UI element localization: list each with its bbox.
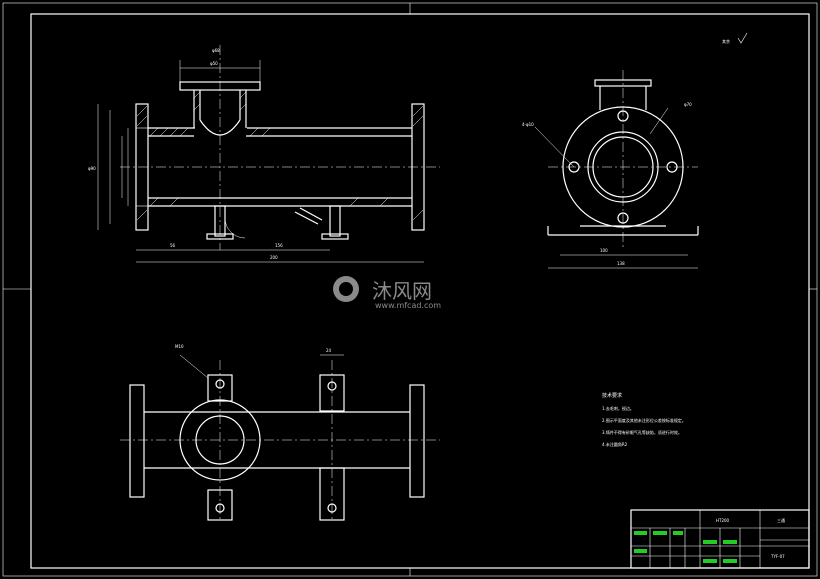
svg-text:100: 100 [600, 248, 608, 253]
title-block-drawing-no: TYF-07 [770, 554, 785, 559]
watermark-brand: 沐风网 [372, 279, 432, 303]
tech-requirement-item: 3.铸件不得有砂眼气孔等缺陷，须进行时效。 [602, 429, 682, 435]
svg-text:φ70: φ70 [684, 102, 692, 107]
roughness-note: 其余 [722, 38, 730, 44]
side-view [534, 70, 699, 269]
svg-text:138: 138 [617, 261, 625, 266]
svg-text:φ90: φ90 [88, 166, 96, 171]
svg-text:200: 200 [270, 255, 278, 260]
tech-requirement-item: 1.去毛刺，锐边。 [602, 405, 634, 411]
title-block: HT200 三通 TYF-07 [630, 509, 810, 569]
tech-requirement-item: 4.未注圆角R2 [602, 441, 628, 447]
tech-requirement-item: 2.图示平面度及其他未注形位公差按标准规定。 [602, 417, 686, 423]
watermark-url: www.mfcad.com [375, 301, 441, 310]
svg-text:φ68: φ68 [212, 48, 220, 53]
svg-text:24: 24 [326, 348, 332, 353]
svg-text:56: 56 [170, 243, 176, 248]
title-block-name: 三通 [777, 517, 785, 523]
svg-text:M10: M10 [175, 344, 184, 349]
title-block-material: HT200 [716, 518, 730, 523]
front-section-view [97, 45, 440, 263]
mfcad-logo-icon [333, 276, 359, 302]
svg-text:φ50: φ50 [210, 61, 218, 66]
roughness-symbol-icon [737, 32, 748, 44]
watermark: 沐风网 www.mfcad.com [333, 276, 441, 310]
technical-requirements: 技术要求 1.去毛刺，锐边。 2.图示平面度及其他未注形位公差按标准规定。 3.… [602, 392, 686, 447]
svg-text:156: 156 [275, 243, 283, 248]
top-view [120, 354, 440, 521]
dimension-labels: φ50 φ68 φ90 56 156 200 100 138 4-φ10 φ70… [88, 48, 692, 353]
svg-text:4-φ10: 4-φ10 [522, 122, 534, 127]
tech-requirements-title: 技术要求 [602, 392, 622, 399]
